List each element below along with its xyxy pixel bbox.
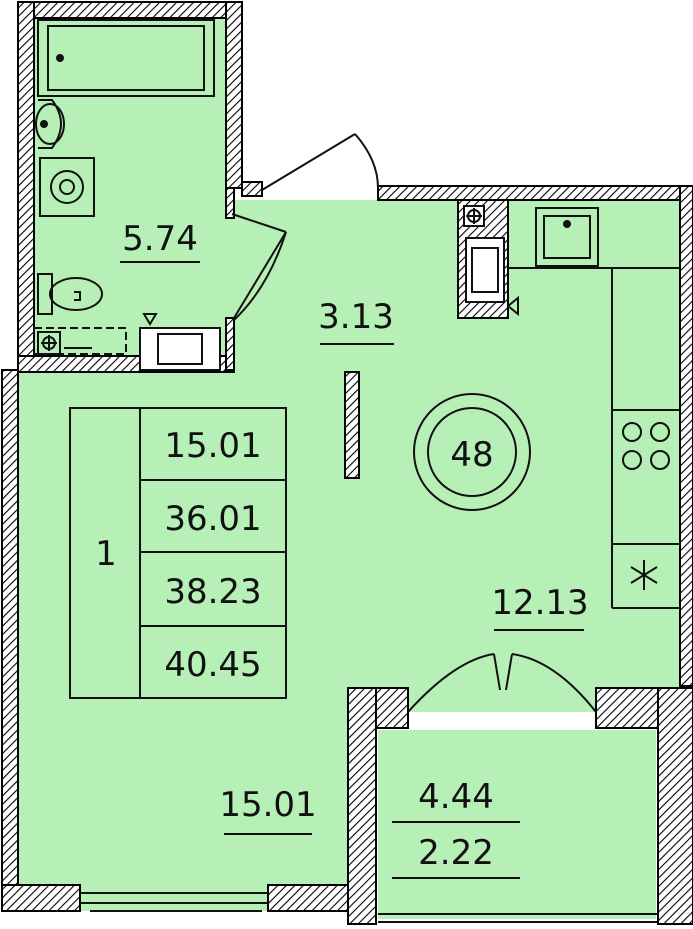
- main-floor: [18, 200, 680, 885]
- apartment-number-badge: [413, 393, 531, 511]
- table-total-area: 40.45: [164, 645, 261, 685]
- table-living-area: 15.01: [164, 426, 261, 466]
- stove-icon: [622, 422, 670, 470]
- balcony-glazing: [378, 913, 658, 923]
- apartment-number: 48: [450, 435, 493, 475]
- toilet-icon: [37, 273, 103, 315]
- shower-tray-icon: [33, 327, 127, 355]
- table-area-with-reduced-balcony: 38.23: [164, 572, 261, 612]
- kitchen-counter: [508, 267, 680, 609]
- summary-table: [69, 407, 287, 699]
- washing-machine-icon: [39, 157, 95, 217]
- bathtub-icon: [37, 19, 215, 97]
- ventilation-shaft-icon: [463, 205, 519, 317]
- balcony-area-label: 4.44: [418, 777, 494, 817]
- sink-icon: [535, 207, 599, 267]
- living-area-label: 15.01: [219, 785, 316, 825]
- living-window: [80, 892, 268, 912]
- living-window-floor: [80, 885, 268, 911]
- table-area-without-balcony: 36.01: [164, 499, 261, 539]
- bathroom-area-label: 5.74: [122, 219, 198, 259]
- radiator-icon: [139, 313, 221, 371]
- kitchen-area-label: 12.13: [491, 583, 588, 623]
- hallway-area-label: 3.13: [318, 297, 394, 337]
- floor-areas: [18, 18, 680, 919]
- rooms-count: 1: [95, 534, 117, 574]
- balcony-floor: [378, 730, 656, 919]
- snowflake-icon: [630, 560, 658, 590]
- doors: [231, 133, 597, 713]
- bathroom-floor: [34, 18, 232, 358]
- balcony-reduced-area-label: 2.22: [418, 833, 494, 873]
- washbasin-icon: [35, 99, 65, 149]
